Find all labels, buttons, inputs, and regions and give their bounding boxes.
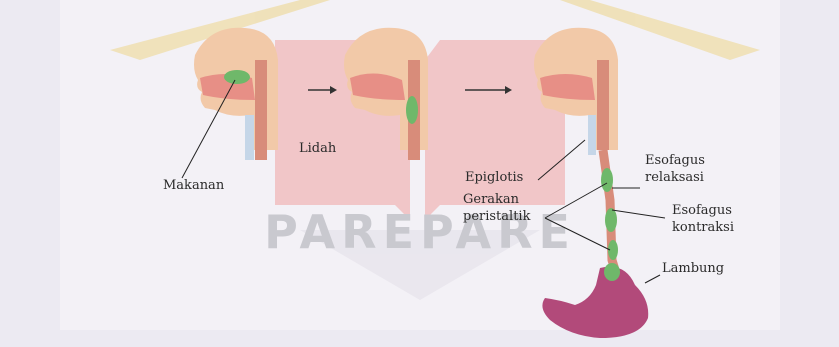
label-lidah: Lidah (299, 141, 337, 156)
food-bolus-icon (224, 70, 250, 84)
food-bolus-icon (406, 96, 418, 124)
label-esofagus-relaksasi-1: Esofagus (645, 153, 705, 168)
label-esofagus-relaksasi-2: relaksasi (645, 170, 704, 185)
label-esofagus-kontraksi-2: kontraksi (672, 220, 734, 235)
bolus-esophagus-2 (605, 208, 617, 232)
label-gerakan-peristaltik-2: peristaltik (463, 209, 531, 224)
label-makanan: Makanan (163, 178, 225, 193)
bolus-esophagus-1 (601, 168, 613, 192)
label-esofagus-kontraksi-1: Esofagus (672, 203, 732, 218)
label-epiglotis: Epiglotis (465, 170, 523, 185)
label-gerakan-peristaltik-1: Gerakan (463, 192, 520, 207)
bolus-stomach (604, 263, 620, 281)
label-lambung: Lambung (662, 261, 724, 276)
